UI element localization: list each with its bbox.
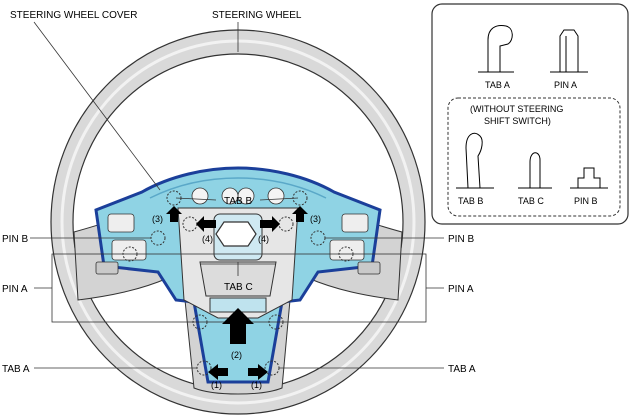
arrow-step2	[222, 308, 254, 344]
arrow-step4-right	[260, 216, 280, 232]
legend-note-line1: (WITHOUT STEERING	[470, 104, 563, 114]
legend-pin-b-shape	[570, 167, 608, 189]
right-switch-block	[329, 213, 381, 275]
legend-tab-c-shape	[518, 152, 552, 189]
label-steering-wheel-cover: STEERING WHEEL COVER	[10, 10, 137, 21]
legend-tab-a-shape	[478, 25, 514, 73]
removal-arrows	[166, 206, 308, 380]
center-hub	[177, 207, 299, 319]
legend-panel: TAB A PIN A (WITHOUT STEERING SHIFT SWIT…	[431, 3, 629, 225]
legend-pin-b-label: PIN B	[574, 196, 598, 206]
label-tab-a-left: TAB A	[2, 364, 30, 375]
arrow-step3-right	[292, 206, 308, 222]
step4-left-label: (4)	[202, 234, 213, 244]
label-steering-wheel: STEERING WHEEL	[212, 10, 302, 21]
label-pin-b-left: PIN B	[2, 234, 28, 245]
step3-right-label: (3)	[310, 214, 321, 224]
label-tab-c: TAB C	[224, 282, 253, 293]
leader-lines	[30, 21, 444, 369]
legend-tab-a-label: TAB A	[485, 80, 510, 90]
legend-tab-b-label: TAB B	[458, 196, 483, 206]
legend-pin-a-label: PIN A	[554, 80, 577, 90]
legend-without-shift-box	[447, 97, 621, 217]
callout-labels: STEERING WHEEL COVER STEERING WHEEL TAB …	[2, 10, 476, 375]
upper-buttons	[191, 187, 285, 205]
step1-left-label: (1)	[211, 380, 222, 390]
label-tab-b: TAB B	[224, 196, 252, 207]
arrow-step3-left	[166, 206, 182, 222]
arrow-step1-left	[208, 364, 228, 380]
step-labels: (1) (1) (2) (3) (3) (4) (4)	[152, 214, 321, 390]
label-pin-a-left: PIN A	[2, 284, 28, 295]
step2-label: (2)	[231, 350, 242, 360]
legend-pin-a-shape	[550, 29, 588, 73]
step4-right-label: (4)	[258, 234, 269, 244]
legend-tab-c-label: TAB C	[518, 196, 544, 206]
step3-left-label: (3)	[152, 214, 163, 224]
legend-tab-b-shape	[456, 132, 494, 189]
arrow-step4-left	[196, 216, 216, 232]
label-tab-a-right: TAB A	[448, 364, 476, 375]
left-switch-block	[95, 213, 147, 275]
label-pin-a-right: PIN A	[448, 284, 474, 295]
arrow-step1-right	[248, 364, 268, 380]
legend-note-line2: SHIFT SWITCH)	[484, 116, 551, 126]
step1-right-label: (1)	[251, 380, 262, 390]
label-pin-b-right: PIN B	[448, 234, 474, 245]
